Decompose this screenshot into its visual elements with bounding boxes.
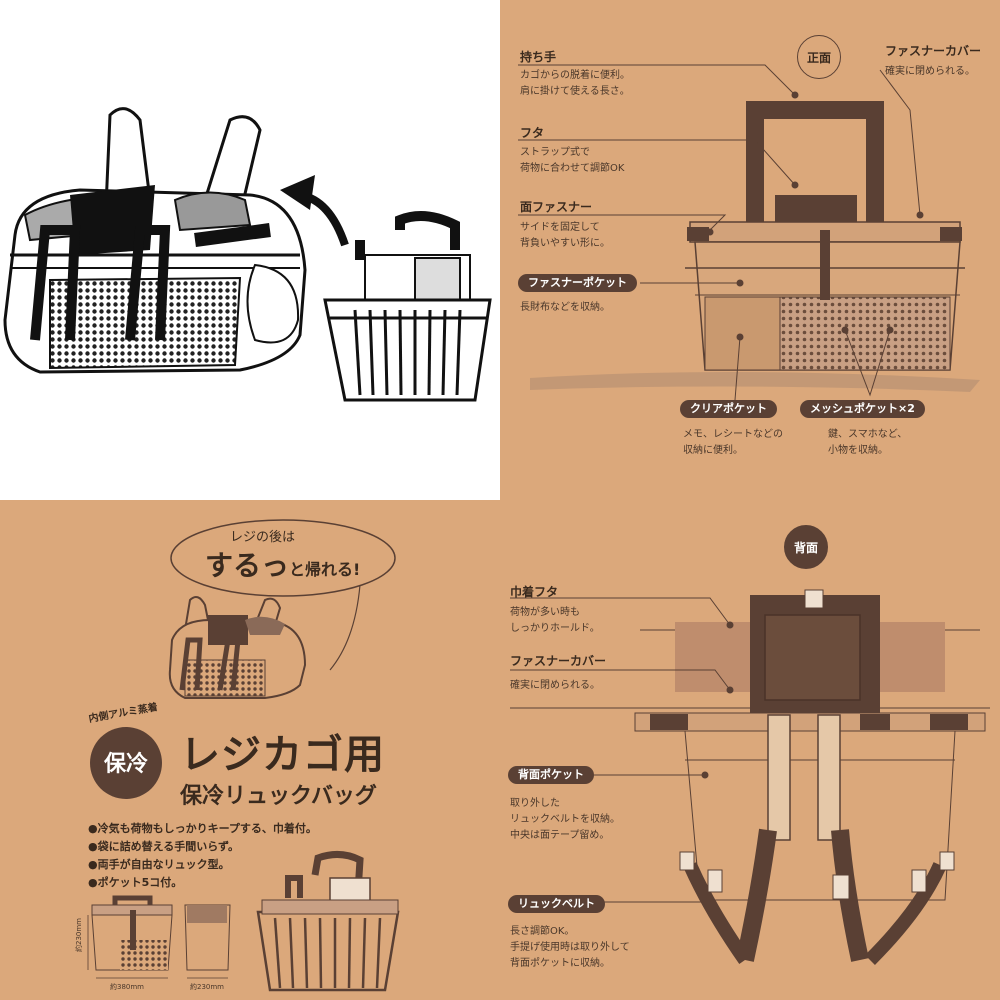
product-title-line2: 保冷リュックバッグ bbox=[180, 784, 377, 809]
drawstring-lid-title: 巾着フタ bbox=[510, 585, 559, 599]
back-zip-cover-title: ファスナーカバー bbox=[510, 654, 607, 668]
zip-pocket-desc: 長財布などを収納。 bbox=[520, 300, 610, 316]
zip-cover-desc: 確実に閉められる。 bbox=[885, 64, 975, 80]
dim-depth: 約230mm bbox=[190, 983, 224, 991]
handle-title: 持ち手 bbox=[520, 50, 557, 64]
bag-and-basket-illustration bbox=[3, 107, 492, 402]
drawstring-lid-desc-line: しっかりホールド。 bbox=[510, 623, 600, 634]
mesh-pocket-desc-line: 鍵、スマホなど、 bbox=[828, 429, 908, 440]
bubble-main-big: するっ bbox=[205, 549, 290, 582]
lid-desc-line: ストラップ式で bbox=[520, 147, 590, 158]
bubble-top-text: レジの後は bbox=[230, 530, 296, 545]
side-zip-desc: サイドを固定して 背負いやすい形に。 bbox=[520, 220, 610, 252]
handle-desc-line: カゴからの脱着に便利。 bbox=[520, 70, 630, 81]
handle-desc: カゴからの脱着に便利。 肩に掛けて使える長さ。 bbox=[520, 68, 630, 100]
feature-item: ●冷気も荷物もしっかりキープする、巾着付。 bbox=[88, 822, 317, 835]
clear-pocket-desc-line: 収納に便利。 bbox=[683, 445, 743, 456]
clear-pocket-desc: メモ、レシートなどの 収納に便利。 bbox=[683, 427, 783, 459]
lid-desc-line: 荷物に合わせて調節OK bbox=[520, 163, 625, 174]
mesh-pocket-title: メッシュポケット×2 bbox=[800, 400, 925, 418]
feature-item: ●ポケット5コ付。 bbox=[88, 876, 183, 889]
back-pocket-desc: 取り外した リュックベルトを収納。 中央は面テープ留め。 bbox=[510, 796, 620, 844]
clear-pocket-desc-line: メモ、レシートなどの bbox=[683, 429, 783, 440]
mesh-pocket-desc: 鍵、スマホなど、 小物を収納。 bbox=[828, 427, 907, 459]
feature-item: ●袋に詰め替える手間いらず。 bbox=[88, 840, 239, 853]
backpack-belt-desc-line: 手提げ使用時は取り外して bbox=[510, 942, 630, 953]
back-view-panel: 背面 巾着フタ 荷物が多い時も しっかりホールド。 ファスナーカバー 確実に閉め… bbox=[500, 500, 1000, 1000]
zip-cover-title: ファスナーカバー bbox=[885, 44, 982, 58]
back-pocket-title: 背面ポケット bbox=[508, 766, 594, 784]
cool-badge: 保冷 bbox=[103, 752, 148, 777]
back-zip-cover-desc-line: 確実に閉められる。 bbox=[510, 680, 600, 691]
side-zip-desc-line: 背負いやすい形に。 bbox=[520, 238, 610, 249]
handle-desc-line: 肩に掛けて使える長さ。 bbox=[520, 86, 630, 97]
backpack-belt-desc: 長さ調節OK。 手提げ使用時は取り外して 背面ポケットに収納。 bbox=[510, 924, 630, 972]
product-title-line1: レジカゴ用 bbox=[180, 732, 385, 778]
zip-pocket-desc-line: 長財布などを収納。 bbox=[520, 302, 610, 313]
lid-desc: ストラップ式で 荷物に合わせて調節OK bbox=[520, 145, 624, 177]
side-zip-desc-line: サイドを固定して bbox=[520, 222, 600, 233]
back-view-badge: 背面 bbox=[784, 525, 828, 569]
dimension-diagram bbox=[87, 895, 231, 979]
front-view-panel: 正面 持ち手 カゴからの脱着に便利。 肩に掛けて使える長さ。 フタ ストラップ式… bbox=[500, 0, 1000, 500]
back-pocket-desc-line: 中央は面テープ留め。 bbox=[510, 830, 610, 841]
dim-height: 約230mm bbox=[75, 918, 83, 952]
backpack-belt-title: リュックベルト bbox=[508, 895, 605, 913]
back-pocket-desc-line: リュックベルトを収納。 bbox=[510, 814, 620, 825]
lid-title: フタ bbox=[520, 126, 545, 140]
bubble-main-rest: と帰れる! bbox=[289, 560, 361, 579]
backpack-belt-desc-line: 背面ポケットに収納。 bbox=[510, 958, 610, 969]
clear-pocket-title: クリアポケット bbox=[680, 400, 777, 418]
zip-pocket-title: ファスナーポケット bbox=[518, 274, 637, 292]
front-view-badge: 正面 bbox=[797, 35, 841, 79]
back-zip-cover-desc: 確実に閉められる。 bbox=[510, 678, 600, 694]
drawstring-lid-desc: 荷物が多い時も しっかりホールド。 bbox=[510, 605, 600, 637]
promo-illustration bbox=[87, 519, 400, 992]
back-view-diagram bbox=[510, 589, 990, 965]
back-pocket-desc-line: 取り外した bbox=[510, 798, 560, 809]
drawstring-lid-desc-line: 荷物が多い時も bbox=[510, 607, 580, 618]
mesh-pocket-desc-line: 小物を収納。 bbox=[828, 445, 888, 456]
illustration-panel bbox=[0, 0, 500, 500]
backpack-belt-desc-line: 長さ調節OK。 bbox=[510, 926, 575, 937]
promo-panel: レジの後は するっと帰れる! 内側アルミ蒸着 保冷 レジカゴ用 保冷リュックバッ… bbox=[0, 500, 500, 1000]
dim-width: 約380mm bbox=[110, 983, 144, 991]
zip-cover-desc-line: 確実に閉められる。 bbox=[885, 66, 975, 77]
front-view-diagram bbox=[518, 64, 980, 401]
feature-item: ●両手が自由なリュック型。 bbox=[88, 858, 230, 871]
side-zip-title: 面ファスナー bbox=[520, 200, 593, 214]
bubble-main-text: するっと帰れる! bbox=[205, 544, 360, 584]
